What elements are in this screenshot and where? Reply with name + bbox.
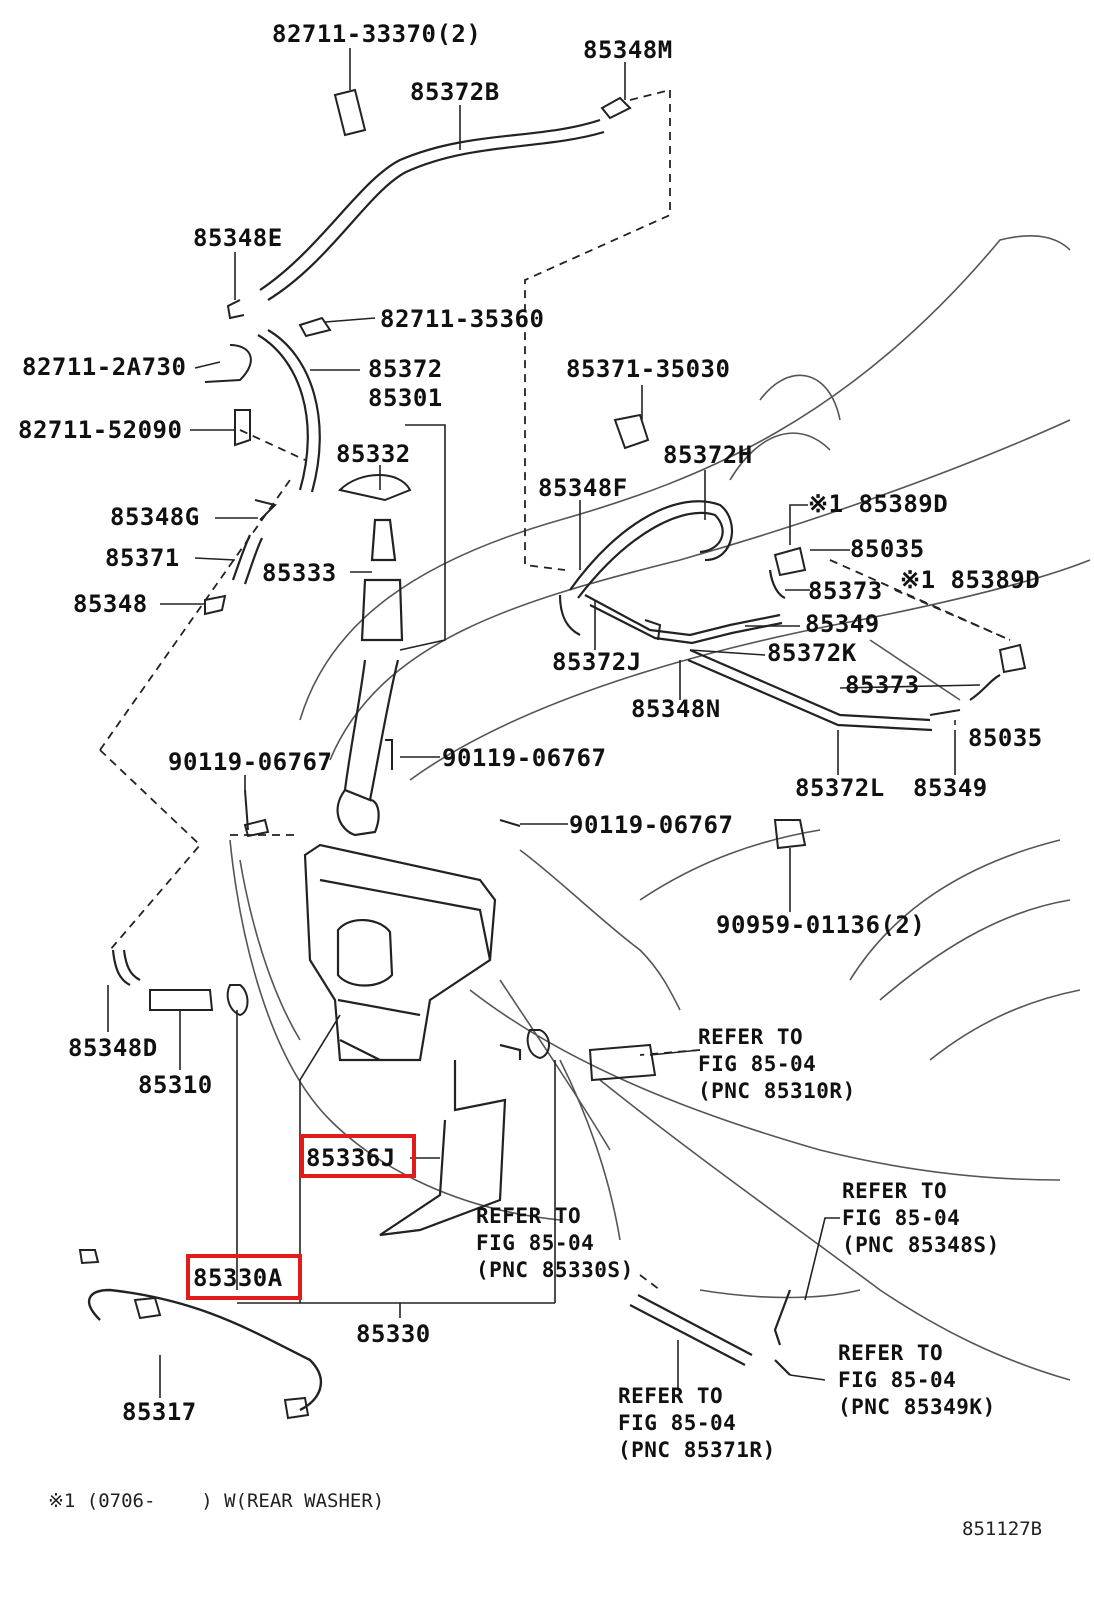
part-label: 82711-2A730 xyxy=(22,353,187,381)
part-label: 85372 xyxy=(368,355,443,383)
refer-note: REFER TO FIG 85-04 (PNC 85371R) xyxy=(618,1384,776,1462)
refer-note: REFER TO FIG 85-04 (PNC 85330S) xyxy=(476,1204,634,1282)
part-label: 85349 xyxy=(913,774,988,802)
part-label: 85371-35030 xyxy=(566,355,731,383)
part-label: 85372L xyxy=(795,774,885,802)
part-label: 85372B xyxy=(410,78,500,106)
part-label: 85035 xyxy=(968,724,1043,752)
part-label: 85349 xyxy=(805,610,880,638)
part-label: 85372K xyxy=(767,639,857,667)
part-label: 85372J xyxy=(552,648,642,676)
part-label: 85035 xyxy=(850,535,925,563)
refer-note: REFER TO FIG 85-04 (PNC 85310R) xyxy=(698,1025,856,1103)
refer-note: REFER TO FIG 85-04 (PNC 85349K) xyxy=(838,1341,996,1419)
part-label: ※1 85389D xyxy=(808,490,949,518)
part-label: 85317 xyxy=(122,1398,197,1426)
part-label: 85371 xyxy=(105,544,180,572)
washer-tank xyxy=(303,518,522,1237)
solid-leaders xyxy=(107,48,981,1398)
footnote: ※1 (0706- ) W(REAR WASHER) xyxy=(48,1490,385,1512)
part-label: 85373 xyxy=(808,577,883,605)
part-label-highlighted: 85330A xyxy=(193,1264,283,1292)
part-label: 85348F xyxy=(538,474,628,502)
part-label: 82711-35360 xyxy=(380,305,545,333)
part-label: 85348N xyxy=(631,695,721,723)
figure-code: 851127B xyxy=(962,1518,1043,1540)
part-label: 85348 xyxy=(73,590,148,618)
part-label: 85348G xyxy=(110,503,200,531)
part-label-highlighted: 85336J xyxy=(306,1144,396,1172)
part-label: 85372H xyxy=(663,441,753,469)
part-label: 90119-06767 xyxy=(168,748,333,776)
parts-sketches xyxy=(78,88,1027,1420)
part-label: 85333 xyxy=(262,559,337,587)
part-label: 85348D xyxy=(68,1034,158,1062)
part-label: 90119-06767 xyxy=(442,744,607,772)
part-label: 85330 xyxy=(356,1320,431,1348)
hoses xyxy=(87,118,1001,1412)
part-label: 85373 xyxy=(845,671,920,699)
vehicle-body-outline xyxy=(229,235,1091,1381)
part-label: 82711-33370(2) xyxy=(272,20,482,48)
part-label: 85348M xyxy=(583,36,673,64)
part-label: 90119-06767 xyxy=(569,811,734,839)
part-label: 90959-01136(2) xyxy=(716,911,926,939)
part-label: ※1 85389D xyxy=(900,566,1041,594)
refer-note: REFER TO FIG 85-04 (PNC 85348S) xyxy=(842,1179,1000,1257)
highlight-box-85330A xyxy=(186,1254,302,1300)
part-label: 85332 xyxy=(336,440,411,468)
part-label: 85301 xyxy=(368,384,443,412)
part-label: 82711-52090 xyxy=(18,416,183,444)
part-label: 85310 xyxy=(138,1071,213,1099)
part-label: 85348E xyxy=(193,224,283,252)
highlight-box-85336J xyxy=(300,1134,416,1178)
